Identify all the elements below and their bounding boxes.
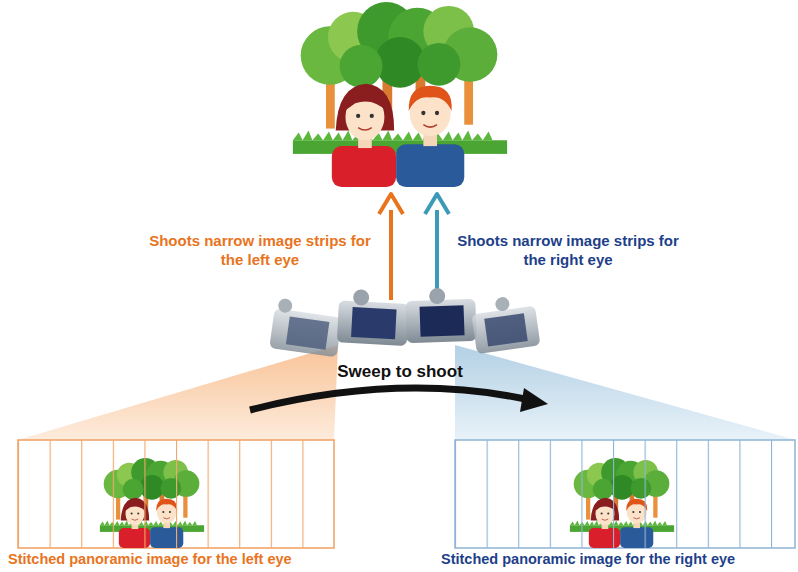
image-caption: Stitched panoramic image for the right e… [441, 551, 735, 567]
strip-label: Shoots narrow image strips for the left … [140, 231, 380, 269]
panorama-image: Stitched panoramic image for the right e… [455, 440, 795, 548]
strip-label: Shoots narrow image strips for the right… [448, 231, 688, 269]
panorama-image: Stitched panoramic image for the left ey… [18, 440, 334, 548]
sweep-label: Sweep to shoot [300, 362, 500, 381]
image-caption: Stitched panoramic image for the left ey… [8, 551, 292, 567]
